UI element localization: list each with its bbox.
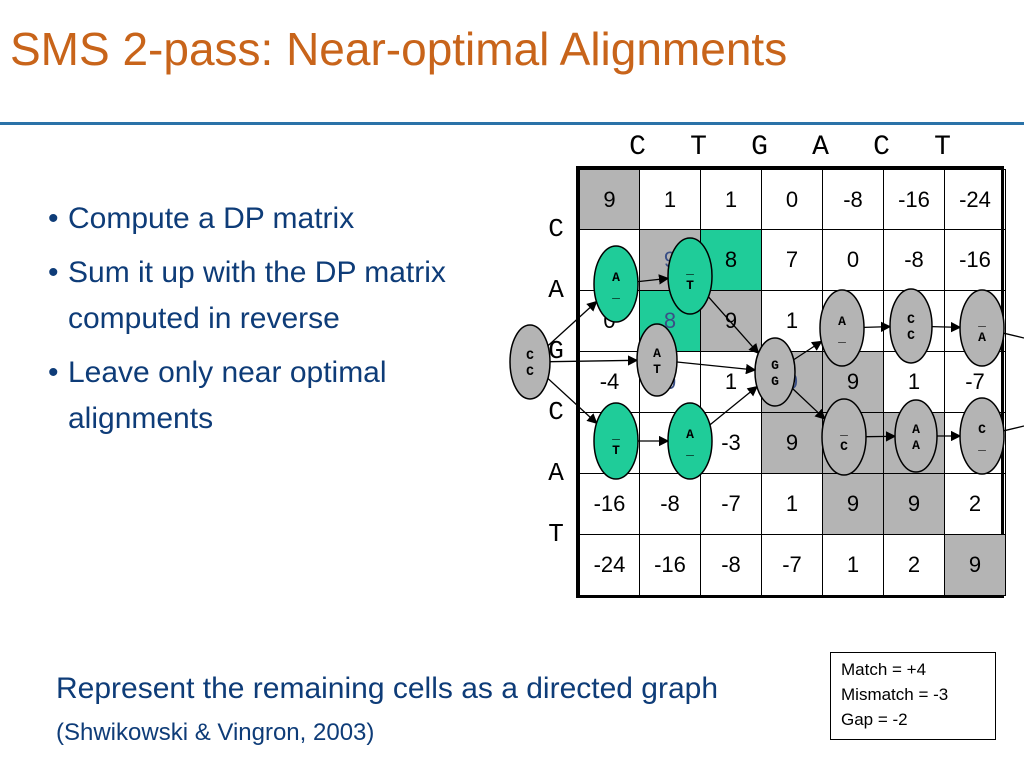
graph-node: C_ (959, 397, 1005, 475)
graph-node: A_ (593, 245, 639, 323)
graph-node: AT (636, 323, 678, 397)
node-top-symbol: G (771, 358, 779, 373)
graph-edge (709, 385, 758, 426)
node-top-symbol: _ (611, 427, 620, 442)
column-letter: C (629, 132, 646, 163)
column-letter: G (751, 132, 768, 163)
node-bottom-symbol: _ (611, 286, 620, 301)
row-letter: G (548, 336, 564, 366)
match-score: Match = +4 (841, 660, 927, 679)
graph-edge (793, 340, 823, 361)
row-letter: C (548, 214, 564, 244)
footer-text: Represent the remaining cells as a direc… (56, 672, 719, 705)
matrix-cell: 9 (700, 290, 762, 352)
node-bottom-symbol: T (612, 443, 620, 458)
graph-edge (707, 296, 760, 355)
matrix-column-header: C T G A C T (576, 132, 1004, 166)
graph-node: _T (667, 237, 713, 315)
node-bottom-symbol: A (978, 330, 986, 345)
node-bottom-symbol: T (653, 362, 661, 377)
node-bottom-symbol: C (840, 439, 848, 454)
node-bottom-symbol: C (907, 328, 915, 343)
graph-node: GG (754, 337, 796, 407)
column-letter: A (812, 132, 829, 163)
graph-node: A_ (667, 402, 713, 480)
row-letter: A (548, 275, 564, 305)
footer-caption: Represent the remaining cells as a direc… (56, 668, 816, 754)
node-top-symbol: A (653, 346, 661, 361)
node-top-symbol: A (686, 427, 694, 442)
node-bottom-symbol: C (526, 364, 534, 379)
column-letter: T (690, 132, 707, 163)
graph-edge (1003, 425, 1024, 432)
bullet-list: Compute a DP matrix Sum it up with the D… (48, 196, 508, 450)
node-top-symbol: _ (839, 423, 848, 438)
row-letter: A (548, 458, 564, 488)
title-divider (0, 122, 1024, 125)
graph-edge (1003, 332, 1024, 339)
graph-node: _T (593, 402, 639, 480)
matrix-cell: 9 (944, 534, 1006, 596)
matrix-cell: 9 (761, 412, 823, 474)
node-top-symbol: C (907, 312, 915, 327)
node-top-symbol: _ (685, 262, 694, 277)
scoring-legend: Match = +4 Mismatch = -3 Gap = -2 (830, 652, 996, 740)
bullet-item: Leave only near optimal alignments (48, 350, 508, 442)
matrix-cell: 9 (579, 169, 640, 230)
graph-edge (637, 274, 670, 285)
row-letter: T (548, 519, 564, 549)
graph-edge (863, 321, 892, 333)
node-bottom-symbol: T (686, 278, 694, 293)
node-bottom-symbol: G (771, 374, 779, 389)
node-bottom-symbol: _ (977, 438, 986, 453)
mismatch-score: Mismatch = -3 (841, 685, 949, 704)
graph-node: _C (821, 398, 867, 476)
node-top-symbol: A (912, 422, 920, 437)
graph-edge (549, 355, 639, 366)
matrix-row-header: C A G C A T (538, 168, 574, 596)
node-top-symbol: C (978, 422, 986, 437)
graph-node: CC (509, 324, 551, 400)
node-bottom-symbol: _ (837, 330, 846, 345)
gap-score: Gap = -2 (841, 710, 908, 729)
node-bottom-symbol: A (912, 438, 920, 453)
graph-edge (676, 361, 757, 375)
column-letter: T (934, 132, 951, 163)
node-top-symbol: C (526, 348, 534, 363)
row-letter: C (548, 397, 564, 427)
bullet-item: Sum it up with the DP matrix computed in… (48, 250, 508, 342)
node-top-symbol: A (838, 314, 846, 329)
footer-citation: (Shwikowski & Vingron, 2003) (56, 719, 375, 746)
column-letter: C (873, 132, 890, 163)
graph-node: A_ (819, 289, 865, 367)
graph-node: CC (889, 288, 933, 364)
matrix-cell: 9 (822, 473, 884, 535)
graph-node: AA (894, 399, 938, 473)
graph-edge (547, 300, 598, 347)
slide-title: SMS 2-pass: Near-optimal Alignments (10, 23, 788, 75)
graph-edge (547, 377, 598, 425)
graph-edge (931, 321, 962, 333)
node-top-symbol: A (612, 270, 620, 285)
graph-edge (792, 388, 826, 420)
node-top-symbol: _ (977, 314, 986, 329)
node-bottom-symbol: _ (685, 443, 694, 458)
graph-node: _A (959, 289, 1005, 367)
bullet-item: Compute a DP matrix (48, 196, 508, 242)
